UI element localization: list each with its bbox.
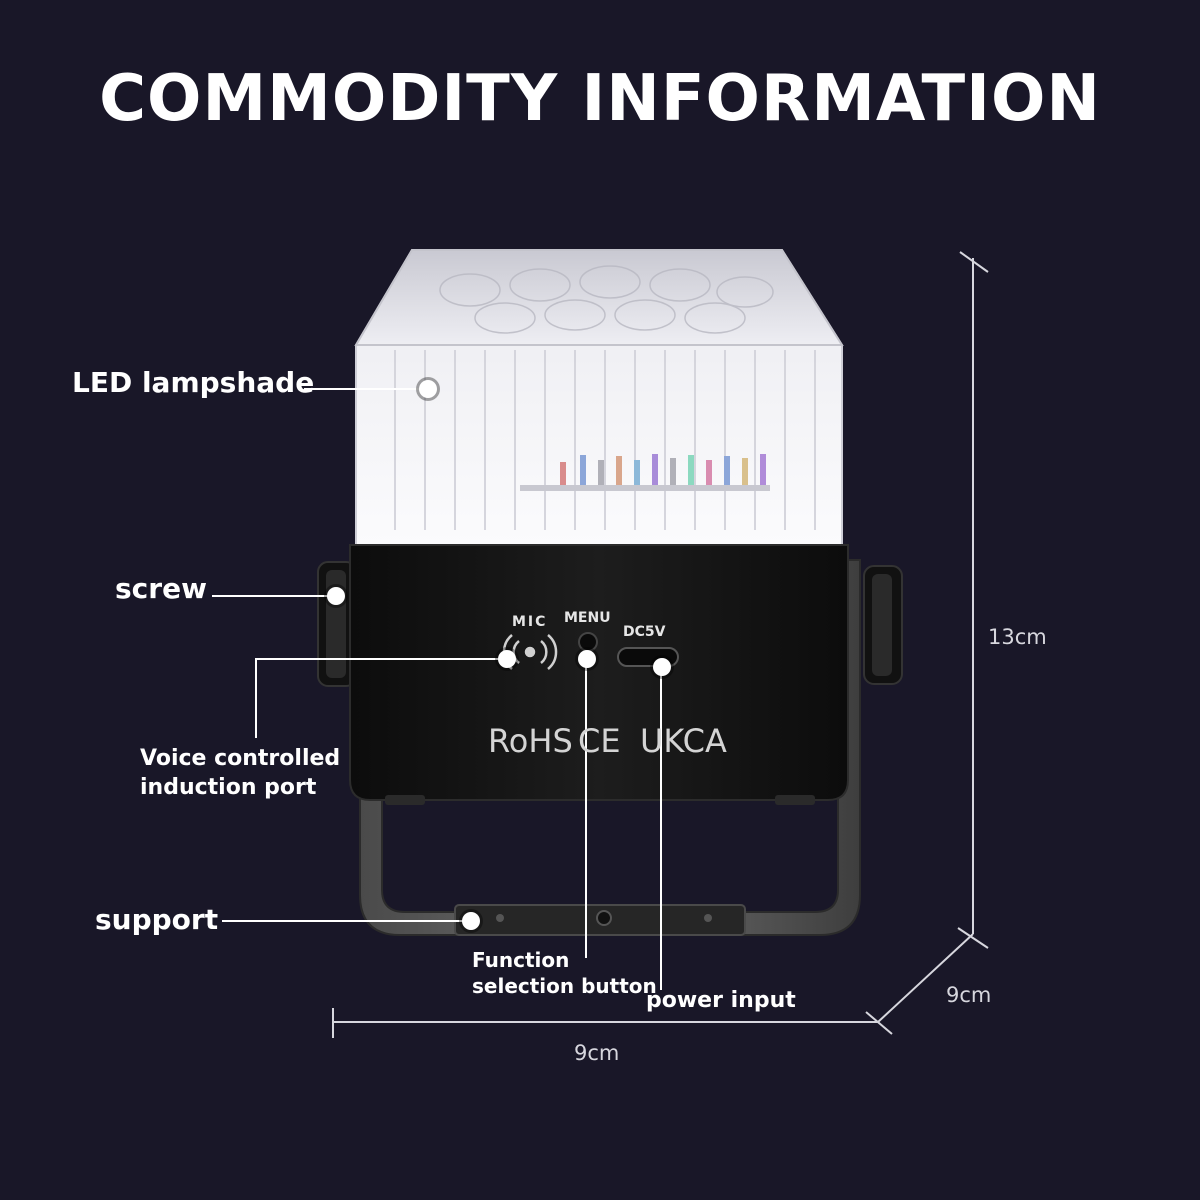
power-callout-dot bbox=[653, 658, 671, 676]
lampshade-label: LED lampshade bbox=[72, 366, 315, 399]
menu-callout-dot bbox=[578, 650, 596, 668]
support-bracket bbox=[359, 559, 861, 936]
page-title: COMMODITY INFORMATION bbox=[99, 62, 1101, 136]
mic-label: MIC bbox=[512, 614, 548, 630]
depth-dimension: 9cm bbox=[946, 983, 992, 1007]
led-beads bbox=[520, 454, 770, 491]
support-callout-dot bbox=[462, 912, 480, 930]
device-body bbox=[349, 544, 849, 805]
right-screw bbox=[863, 565, 903, 685]
function-label-line1: Function bbox=[472, 948, 570, 972]
rohs-mark: RoHS bbox=[488, 722, 573, 760]
function-label-line2: selection button bbox=[472, 974, 657, 998]
ce-mark: CE bbox=[578, 722, 621, 760]
dc5v-label: DC5V bbox=[623, 624, 666, 640]
support-label: support bbox=[95, 903, 219, 936]
voice-label-line2: induction port bbox=[140, 775, 317, 800]
ukca-mark: UKCA bbox=[640, 722, 727, 760]
led-lampshade bbox=[354, 249, 844, 546]
voice-callout-dot bbox=[498, 650, 516, 668]
lampshade-callout-dot bbox=[419, 380, 437, 398]
width-dimension: 9cm bbox=[574, 1041, 620, 1065]
menu-label: MENU bbox=[564, 610, 611, 626]
menu-button[interactable] bbox=[578, 632, 598, 652]
height-dimension: 13cm bbox=[988, 625, 1047, 649]
voice-label-line1: Voice controlled bbox=[140, 746, 341, 771]
dimension-lines bbox=[332, 251, 989, 1038]
leader-lines bbox=[212, 388, 662, 990]
screw-label: screw bbox=[115, 572, 207, 605]
screw-callout-dot bbox=[327, 587, 345, 605]
power-label: power input bbox=[646, 988, 796, 1013]
